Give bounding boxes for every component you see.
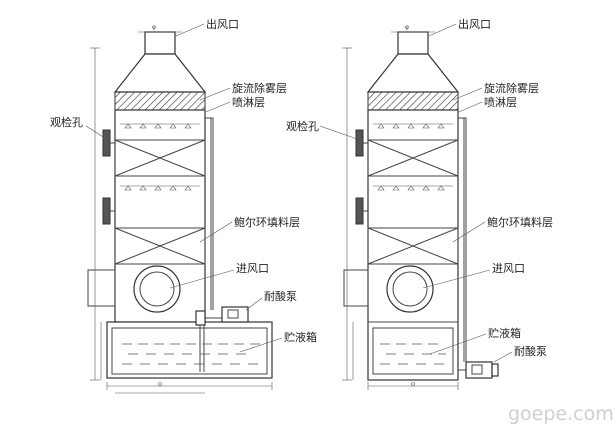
left-outlet-pipe bbox=[144, 31, 176, 55]
left-inspection-port-lower bbox=[102, 197, 111, 225]
left-inspection-port-upper bbox=[102, 129, 111, 157]
right-spray-layer-label: 喷淋层 bbox=[484, 96, 517, 109]
leader-lines bbox=[85, 23, 513, 363]
labels-left: 出风口 旋流除雾层 喷淋层 观检孔 鲍尔环填料层 进风口 耐酸泵 贮液箱 bbox=[50, 17, 317, 344]
right-acid-pump-label: 耐酸泵 bbox=[514, 344, 547, 358]
right-spray-nozzles-lower bbox=[373, 185, 453, 191]
right-packing-lower bbox=[367, 227, 459, 265]
watermark: goepe.com bbox=[508, 403, 614, 425]
left-hood-cone bbox=[113, 53, 207, 93]
right-liquid-tank-label: 贮液箱 bbox=[488, 326, 521, 340]
right-tank-liquid bbox=[380, 343, 446, 365]
svg-text:φ: φ bbox=[152, 24, 156, 31]
left-liquid-tank bbox=[106, 321, 273, 379]
left-spray-nozzles-upper bbox=[120, 123, 200, 129]
right-acid-pump bbox=[458, 361, 499, 379]
right-inspection-port-lower bbox=[355, 197, 364, 225]
left-acid-pump-label: 耐酸泵 bbox=[264, 289, 297, 303]
left-spray-pipe bbox=[205, 117, 214, 310]
left-packing-upper bbox=[114, 139, 206, 177]
left-inlet bbox=[87, 265, 181, 313]
right-spray-pipe bbox=[458, 117, 467, 362]
left-mist-eliminator bbox=[114, 91, 206, 111]
left-inspection-hole-label: 观检孔 bbox=[50, 115, 83, 129]
right-inspection-port-upper bbox=[355, 129, 364, 157]
right-inspection-hole-label: 观检孔 bbox=[286, 119, 319, 133]
right-tower: φ bbox=[342, 24, 499, 390]
right-inlet bbox=[343, 265, 434, 313]
left-tank-liquid bbox=[122, 343, 260, 365]
left-mist-eliminator-label: 旋流除雾层 bbox=[232, 81, 287, 95]
right-outlet-label: 出风口 bbox=[458, 17, 491, 31]
left-dimensions bbox=[90, 47, 273, 394]
left-tower: φ bbox=[87, 24, 273, 394]
right-inlet-label: 进风口 bbox=[492, 262, 525, 275]
left-acid-pump bbox=[195, 306, 249, 326]
right-mist-eliminator bbox=[367, 91, 459, 111]
left-outlet-label: 出风口 bbox=[206, 17, 239, 31]
left-liquid-tank-label: 贮液箱 bbox=[284, 330, 317, 344]
right-tower-body bbox=[367, 109, 459, 381]
right-liquid-tank bbox=[372, 327, 454, 375]
svg-text:φ: φ bbox=[405, 24, 409, 31]
right-dimensions bbox=[342, 47, 459, 390]
right-mist-eliminator-label: 旋流除雾层 bbox=[484, 81, 539, 95]
right-hood-cone bbox=[366, 53, 460, 93]
left-packing-layer-label: 鲍尔环填料层 bbox=[234, 215, 300, 229]
right-packing-upper bbox=[367, 139, 459, 177]
right-packing-layer-label: 鲍尔环填料层 bbox=[487, 215, 553, 229]
left-inlet-label: 进风口 bbox=[236, 262, 269, 275]
left-spray-layer-label: 喷淋层 bbox=[232, 96, 265, 109]
labels-right: 出风口 旋流除雾层 喷淋层 观检孔 鲍尔环填料层 进风口 贮液箱 耐酸泵 bbox=[286, 17, 553, 358]
right-outlet-pipe bbox=[397, 31, 429, 55]
left-packing-lower bbox=[114, 227, 206, 265]
left-spray-nozzles-lower bbox=[120, 185, 200, 191]
right-spray-nozzles-upper bbox=[373, 123, 453, 129]
